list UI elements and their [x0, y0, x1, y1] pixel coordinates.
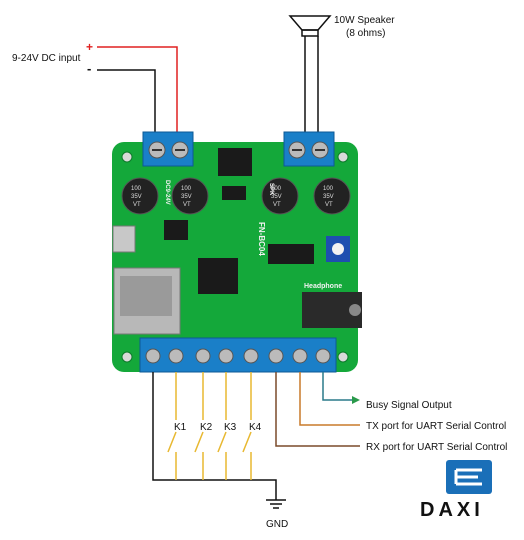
svg-text:35V: 35V — [271, 194, 282, 200]
mount-hole — [121, 351, 133, 363]
board-model-text: FN-BC04 — [257, 222, 266, 256]
svg-text:35V: 35V — [323, 194, 334, 200]
gnd-wire — [152, 372, 277, 500]
speaker: 10W Speaker (8 ohms) — [288, 15, 395, 140]
speaker-terminal-block — [283, 131, 335, 167]
pcb-board: 100 35V VT 100 35V VT 100 35V VT 100 35V… — [112, 131, 362, 373]
speaker-icon — [288, 15, 332, 31]
k2-switch — [194, 431, 204, 480]
sd-card-inner — [120, 276, 172, 316]
svg-text:100: 100 — [131, 186, 142, 192]
k4-label: K4 — [249, 422, 262, 433]
power-terminal-block — [142, 131, 194, 167]
mount-hole — [337, 351, 349, 363]
busy-wire — [322, 372, 352, 401]
power-negative-wire — [97, 69, 156, 140]
k3-label: K3 — [224, 422, 237, 433]
k1-label: K1 — [174, 422, 187, 433]
logo-mark-e — [454, 468, 482, 486]
rx-label: RX port for UART Serial Control — [366, 442, 507, 453]
k4-switch — [242, 431, 252, 480]
main-chip — [198, 258, 238, 294]
daxi-logo: DAXI — [420, 460, 492, 521]
spk-silkscreen: SPK — [268, 183, 274, 196]
speaker-magnet — [301, 29, 319, 37]
micro-usb-port — [112, 225, 136, 253]
k2-label: K2 — [200, 422, 213, 433]
amp-chip — [268, 244, 314, 264]
dc-silkscreen: DC9-24V — [164, 180, 170, 205]
mount-hole — [121, 151, 133, 163]
headphone-jack-hole — [349, 304, 361, 316]
rx-wire — [275, 372, 360, 447]
ground-icon — [266, 499, 286, 509]
svg-text:35V: 35V — [181, 194, 192, 200]
gnd-label: GND — [266, 519, 288, 530]
svg-text:VT: VT — [273, 202, 281, 208]
small-chip — [164, 220, 188, 240]
speaker-impedance: (8 ohms) — [346, 28, 385, 39]
svg-text:VT: VT — [325, 202, 333, 208]
headphone-silkscreen: Headphone — [304, 283, 342, 290]
capacitor-right: 100 35V VT — [261, 177, 299, 215]
svg-text:VT: VT — [183, 202, 191, 208]
svg-text:100: 100 — [181, 186, 192, 192]
io-wires — [152, 372, 360, 500]
power-input-label: 9-24V DC input — [12, 53, 81, 64]
diode — [222, 186, 246, 200]
svg-text:100: 100 — [323, 186, 334, 192]
capacitor-left: 100 35V VT — [121, 177, 159, 215]
svg-text:35V: 35V — [131, 194, 142, 200]
power-positive-wire — [97, 46, 178, 140]
power-minus-sign: - — [87, 61, 91, 76]
busy-label: Busy Signal Output — [366, 400, 452, 411]
logo-text: DAXI — [420, 499, 484, 521]
mount-hole — [337, 151, 349, 163]
svg-text:VT: VT — [133, 202, 141, 208]
power-plus-sign: + — [86, 40, 93, 54]
capacitor-left-2: 100 35V VT — [171, 177, 209, 215]
speaker-title: 10W Speaker — [334, 15, 395, 26]
tx-label: TX port for UART Serial Control — [366, 421, 506, 432]
regulator-chip — [218, 148, 252, 176]
power-wires: + - 9-24V DC input — [12, 40, 178, 140]
potentiometer-knob — [332, 243, 344, 255]
svg-text:100: 100 — [271, 186, 282, 192]
io-terminal-screws — [145, 348, 331, 364]
busy-arrow-icon — [352, 396, 360, 404]
k3-switch — [217, 431, 227, 480]
capacitor-right-2: 100 35V VT — [313, 177, 351, 215]
tx-wire — [299, 372, 360, 426]
k1-switch — [167, 431, 177, 480]
